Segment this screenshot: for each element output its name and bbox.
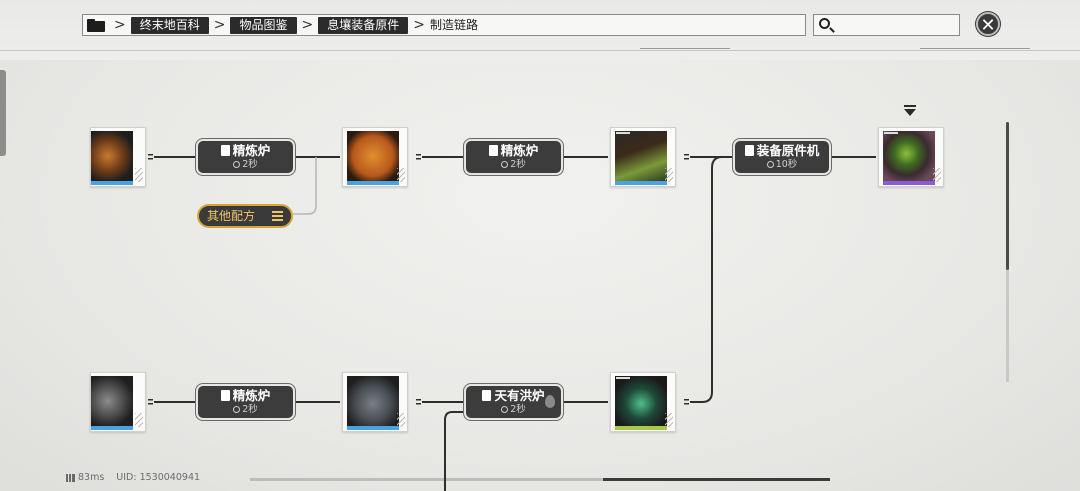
recipe-time: 2秒 (242, 159, 258, 170)
furnace-icon (220, 390, 230, 401)
uid-text: UID: 1530040941 (116, 472, 201, 483)
stone-icon (91, 376, 133, 426)
recipe-node-refinery[interactable]: 精炼炉 2秒 (198, 141, 293, 173)
recipe-name: 天有洪炉 (494, 388, 545, 403)
recipe-name: 精炼炉 (232, 143, 271, 158)
recipe-name: 精炼炉 (232, 388, 271, 403)
ore-icon (91, 131, 133, 181)
rarity-bar (615, 181, 667, 185)
close-icon: ✕ (980, 15, 996, 36)
search-input[interactable] (836, 16, 956, 36)
chevron-right-icon: > (413, 17, 425, 33)
vertical-scrollbar[interactable] (1006, 122, 1009, 270)
orange-cube-icon (347, 131, 399, 181)
clock-icon (233, 161, 241, 168)
recipe-node-refinery[interactable]: 精炼炉 2秒 (198, 386, 293, 418)
horizontal-scroll-track (250, 478, 830, 481)
rarity-bar (615, 426, 667, 430)
machine-icon (744, 145, 754, 156)
furnace-icon (220, 145, 230, 156)
recipe-time: 2秒 (242, 404, 258, 415)
recipe-time: 10秒 (775, 159, 798, 170)
ping-text: 83ms (78, 472, 105, 483)
hatch-decoration (397, 168, 405, 182)
rarity-bar (347, 426, 399, 430)
hatch-decoration (135, 413, 143, 427)
folder-icon[interactable] (87, 18, 105, 32)
breadcrumb-item-item[interactable]: 息壤装备原件 (318, 16, 409, 34)
search-icon (819, 18, 830, 29)
crystal-component-icon (615, 376, 667, 426)
liquid-drop-icon (545, 395, 555, 408)
chevron-right-icon: > (213, 17, 226, 33)
recipe-name: 精炼炉 (500, 143, 539, 158)
recipe-time: 2秒 (510, 404, 526, 415)
component-icon (615, 131, 667, 181)
chevron-right-icon: > (301, 17, 314, 33)
hatch-decoration (397, 413, 405, 427)
recipe-node-refinery[interactable]: 精炼炉 2秒 (466, 141, 561, 173)
rarity-bar (883, 181, 935, 185)
item-card-stone[interactable] (90, 372, 146, 432)
recipe-node-forge[interactable]: 天有洪炉 2秒 (466, 386, 561, 418)
chevron-down-icon (904, 105, 916, 116)
horizontal-scrollbar[interactable] (603, 478, 830, 481)
forge-icon (482, 390, 492, 401)
other-recipes-button[interactable]: 其他配方 (197, 204, 293, 228)
tag-decoration (884, 132, 898, 134)
side-drawer-handle[interactable] (0, 70, 6, 156)
equipment-part-icon (883, 131, 935, 181)
breadcrumb: > 终末地百科 > 物品图鉴 > 息壤装备原件 > 制造链路 (82, 14, 806, 36)
search-box[interactable] (813, 14, 960, 36)
hatch-decoration (933, 168, 941, 182)
tag-decoration (616, 377, 630, 379)
item-card-component[interactable] (610, 127, 676, 187)
breadcrumb-item-catalog[interactable]: 物品图鉴 (230, 16, 297, 34)
stone-blocks-icon (347, 376, 399, 426)
recipe-time: 2秒 (510, 159, 526, 170)
hatch-decoration (665, 168, 673, 182)
item-card-refined-block[interactable] (342, 127, 408, 187)
rarity-bar (347, 181, 399, 185)
clock-icon (501, 161, 509, 168)
vertical-scroll-track (1006, 270, 1009, 382)
chevron-right-icon: > (114, 17, 126, 33)
item-card-ore[interactable] (90, 127, 146, 187)
item-card-stone-blocks[interactable] (342, 372, 408, 432)
rarity-bar (91, 426, 133, 430)
breadcrumb-current: 制造链路 (429, 18, 478, 32)
other-recipes-label: 其他配方 (207, 209, 256, 223)
rarity-bar (91, 181, 133, 185)
item-card-equipment-part[interactable] (878, 127, 944, 187)
list-icon (272, 211, 283, 221)
signal-icon (66, 473, 75, 482)
breadcrumb-item-wiki[interactable]: 终末地百科 (130, 16, 209, 34)
clock-icon (766, 161, 774, 168)
recipe-name: 装备原件机 (756, 143, 820, 158)
hatch-decoration (665, 413, 673, 427)
recipe-node-equipment-machine[interactable]: 装备原件机 10秒 (735, 141, 829, 173)
clock-icon (501, 406, 509, 413)
clock-icon (233, 406, 241, 413)
status-bar: 83ms UID: 1530040941 (66, 472, 200, 483)
furnace-icon (488, 145, 498, 156)
item-card-crystal-component[interactable] (610, 372, 676, 432)
close-button[interactable]: ✕ (976, 12, 1000, 36)
hatch-decoration (135, 168, 143, 182)
tag-decoration (616, 132, 630, 134)
